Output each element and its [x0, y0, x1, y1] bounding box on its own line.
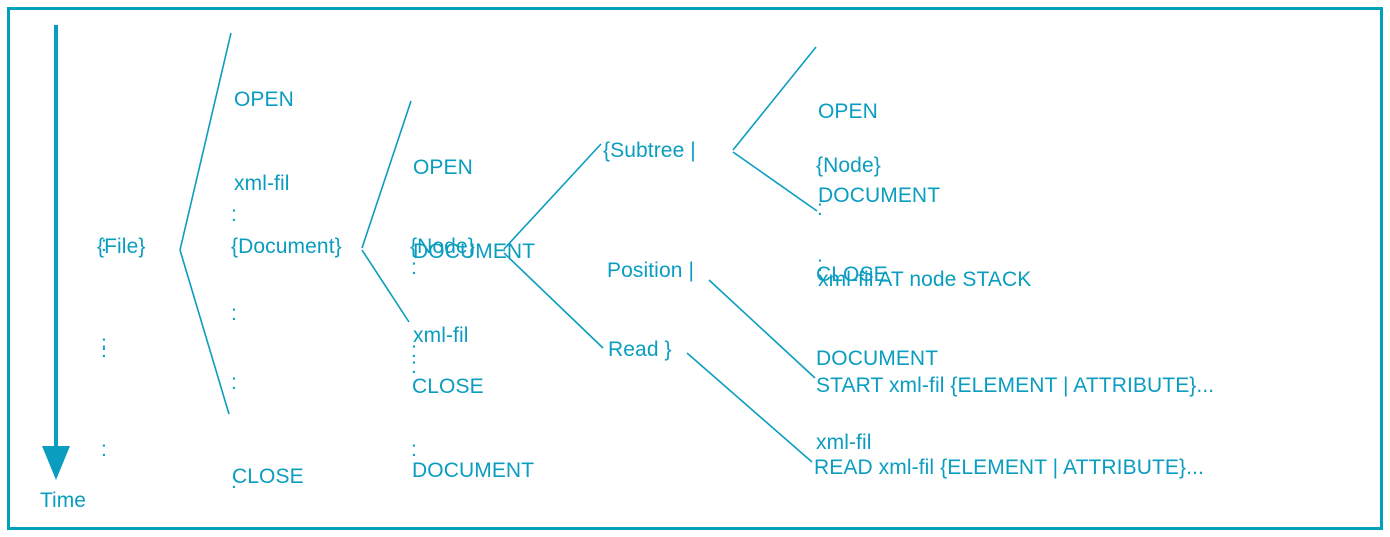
- command-close-file: CLOSE xml-fil: [232, 465, 304, 488]
- ellipsis-file-below: : :: [101, 339, 107, 461]
- connector-node-subtree: [503, 143, 602, 250]
- connector-subtree-close: [732, 151, 818, 212]
- node-read: Read }: [608, 338, 672, 361]
- command-close-subtree: CLOSE DOCUMENT xml-fil: [816, 263, 939, 454]
- connector-document-close: [361, 249, 410, 323]
- node-subtree-node: {Node}: [816, 154, 881, 177]
- ellipsis-subtree-above: :: [817, 197, 823, 220]
- command-close-document: CLOSE DOCUMENT xml-fil: [412, 375, 535, 482]
- connector-subtree-open: [732, 46, 817, 151]
- node-node: {Node}: [410, 235, 475, 258]
- command-start-position: START xml-fil {ELEMENT | ATTRIBUTE}...: [816, 374, 1215, 397]
- connector-node-read: [503, 252, 604, 349]
- connector-document-open: [361, 100, 412, 249]
- connector-read-read: [686, 352, 813, 463]
- connector-position-start: [708, 279, 816, 379]
- node-document: {Document}: [231, 235, 342, 258]
- command-open-document: OPEN DOCUMENT xml-fil: [413, 156, 536, 347]
- connector-file-open: [179, 32, 232, 251]
- ellipsis-subtree-below: :: [817, 253, 823, 276]
- command-open-subtree: OPEN DOCUMENT xml-fil AT node STACK: [818, 100, 1032, 291]
- node-position: Position |: [607, 259, 694, 282]
- time-arrow: [42, 25, 70, 480]
- node-subtree: {Subtree |: [603, 139, 696, 162]
- ellipsis-document-above: : :: [411, 256, 417, 378]
- ellipsis-file-seq-upper: : :: [231, 203, 237, 325]
- ellipsis-file-seq-lower: : :: [231, 371, 237, 493]
- command-open-file: OPEN xml-fil: [234, 88, 294, 195]
- node-file: {File}: [97, 235, 146, 258]
- connector-file-close: [179, 249, 230, 415]
- command-read-node: READ xml-fil {ELEMENT | ATTRIBUTE}...: [814, 456, 1204, 479]
- ellipsis-file-above: : :: [101, 233, 107, 355]
- ellipsis-document-below: : :: [411, 339, 417, 461]
- time-axis-label: Time: [40, 489, 86, 512]
